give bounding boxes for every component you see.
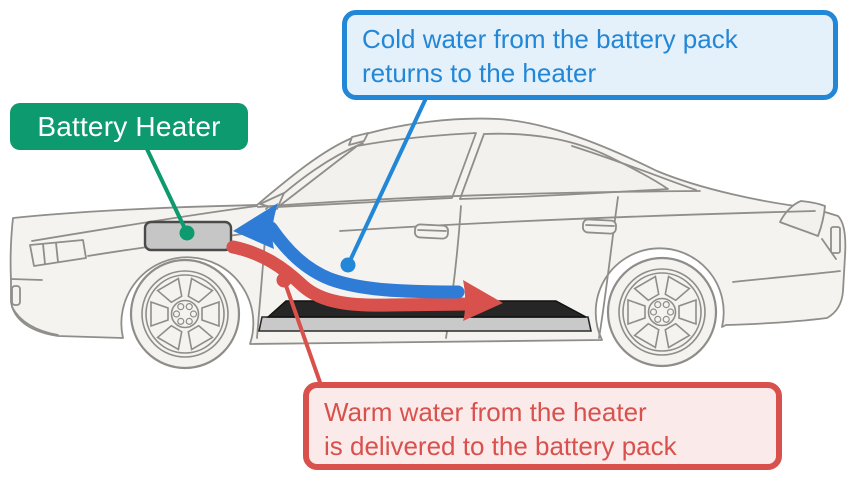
spoke-windows bbox=[627, 275, 697, 349]
spoke-window bbox=[150, 300, 169, 328]
warm-water-leader-line bbox=[282, 278, 324, 390]
cold-water-callout-line-2: returns to the heater bbox=[362, 58, 597, 88]
front-wheel bbox=[129, 258, 241, 370]
rear-wheel bbox=[606, 256, 718, 368]
lug-bolt bbox=[177, 317, 185, 325]
lug-bolt bbox=[654, 315, 662, 323]
cold-water-pipe bbox=[264, 221, 465, 299]
warm-water-callout-line-2: is delivered to the battery pack bbox=[324, 431, 677, 461]
warm-water-leader-dot bbox=[276, 272, 292, 288]
taillight bbox=[830, 226, 841, 254]
warm-water-callout: Warm water from the heater is delivered … bbox=[303, 382, 782, 470]
spoke-window bbox=[678, 298, 697, 326]
lug-bolt bbox=[662, 301, 670, 309]
cold-water-leader-dot bbox=[340, 257, 356, 273]
headlight-divider-line bbox=[55, 242, 59, 263]
cold-water-callout-line-1: Cold water from the battery pack bbox=[362, 24, 738, 54]
lug-bolt bbox=[189, 310, 198, 318]
battery-heater-leader-dot bbox=[179, 225, 195, 241]
cold-water-arrowhead-icon bbox=[233, 203, 278, 249]
cold-water-callout: Cold water from the battery pack returns… bbox=[342, 10, 838, 100]
warm-water-pipe bbox=[226, 240, 477, 312]
lug-bolt bbox=[649, 308, 658, 316]
spoke-window bbox=[633, 322, 660, 349]
lug-bolt bbox=[654, 301, 662, 309]
spoke-window bbox=[201, 300, 220, 328]
rear-door-handle bbox=[582, 218, 617, 235]
front-door-handle bbox=[414, 223, 449, 240]
cold-water-leader-line bbox=[346, 94, 429, 267]
battery-heater-leader-line bbox=[144, 145, 189, 235]
lug-bolt bbox=[177, 303, 185, 311]
c-pillar-line bbox=[571, 145, 697, 191]
belt-line bbox=[257, 190, 701, 208]
front-side-window bbox=[277, 132, 477, 208]
lug-bolt bbox=[172, 310, 181, 318]
lug-bolts bbox=[649, 301, 675, 323]
battery-heater-label: Battery Heater bbox=[10, 103, 248, 150]
front-door-handle-line bbox=[417, 229, 447, 232]
battery-heater-label-text: Battery Heater bbox=[37, 110, 221, 142]
spoke-windows bbox=[150, 277, 220, 351]
rear-side-window bbox=[459, 132, 669, 200]
warm-water-callout-line-1: Warm water from the heater bbox=[324, 397, 647, 427]
spoke-window bbox=[633, 275, 660, 302]
battery-pack-base bbox=[258, 316, 592, 332]
rear-door-handle-line bbox=[585, 224, 615, 227]
spoke-window bbox=[156, 324, 183, 351]
door-crease-line bbox=[339, 210, 816, 232]
lug-bolt bbox=[662, 315, 670, 323]
sunroof-edge bbox=[348, 132, 369, 146]
warm-water-arrowhead-icon bbox=[463, 280, 503, 321]
lug-bolts bbox=[172, 303, 198, 325]
rear-quarter-window bbox=[779, 200, 826, 237]
lug-bolt bbox=[185, 303, 193, 311]
front-bumper-bottom-line bbox=[11, 306, 59, 336]
trunk-lid-line bbox=[821, 238, 837, 260]
front-bumper-top-line bbox=[10, 278, 43, 281]
spoke-window bbox=[627, 298, 646, 326]
spoke-window bbox=[664, 275, 691, 302]
lug-bolt bbox=[185, 317, 193, 325]
trunk-crease-line bbox=[732, 270, 841, 283]
headlight-divider-line-2 bbox=[42, 243, 46, 265]
spoke-window bbox=[664, 322, 691, 349]
lug-bolt bbox=[666, 308, 675, 316]
spoke-window bbox=[156, 277, 183, 304]
spoke-window bbox=[187, 324, 214, 351]
fog-light bbox=[11, 285, 21, 306]
spoke-window bbox=[187, 277, 214, 304]
rear-door-line bbox=[598, 196, 619, 339]
